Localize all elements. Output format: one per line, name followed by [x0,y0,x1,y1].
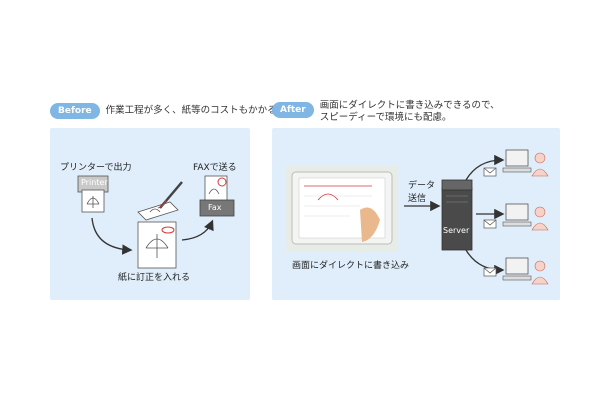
label-fax-send: FAXで送る [193,163,237,173]
label-paper-correction: 紙に訂正を入れる [118,273,191,283]
corrected-paper-icon [137,221,177,269]
label-data-send-line1: データ [408,181,436,191]
arrow-to-pc-1 [465,154,505,181]
after-caption-line1: 画面にダイレクトに書き込みできるので、 [319,100,500,111]
arrow-to-pc-3 [465,249,505,276]
before-badge: Before [50,103,100,119]
arrow-correct-to-fax [181,219,214,241]
server-icon [441,179,473,251]
paper-pen-icon [137,181,183,221]
label-data-send-line2: 送信 [408,194,427,204]
label-fax-device: Fax [208,203,222,212]
before-caption: 作業工程が多く、紙等のコストもかかる。 [105,105,287,116]
arrow-print-to-correct [91,217,133,255]
label-data-send: データ 送信 [408,180,435,206]
label-server: Server [443,226,470,235]
tablet-photo [286,166,398,252]
before-header: Before 作業工程が多く、紙等のコストもかかる。 [50,102,286,120]
after-caption-line2: スピーディーで環境にも配慮。 [319,112,452,123]
after-header: After 画面にダイレクトに書き込みできるので、 スピーディーで環境にも配慮。 [272,100,500,123]
after-badge: After [272,102,314,118]
pc-user-icon [502,149,549,285]
label-printer-device: Printer [81,178,108,187]
label-direct-write: 画面にダイレクトに書き込み [292,261,410,271]
mail-icon [483,167,497,277]
printer-icon [77,175,109,213]
fax-icon [199,175,235,217]
label-printer-output: プリンターで出力 [60,163,132,173]
